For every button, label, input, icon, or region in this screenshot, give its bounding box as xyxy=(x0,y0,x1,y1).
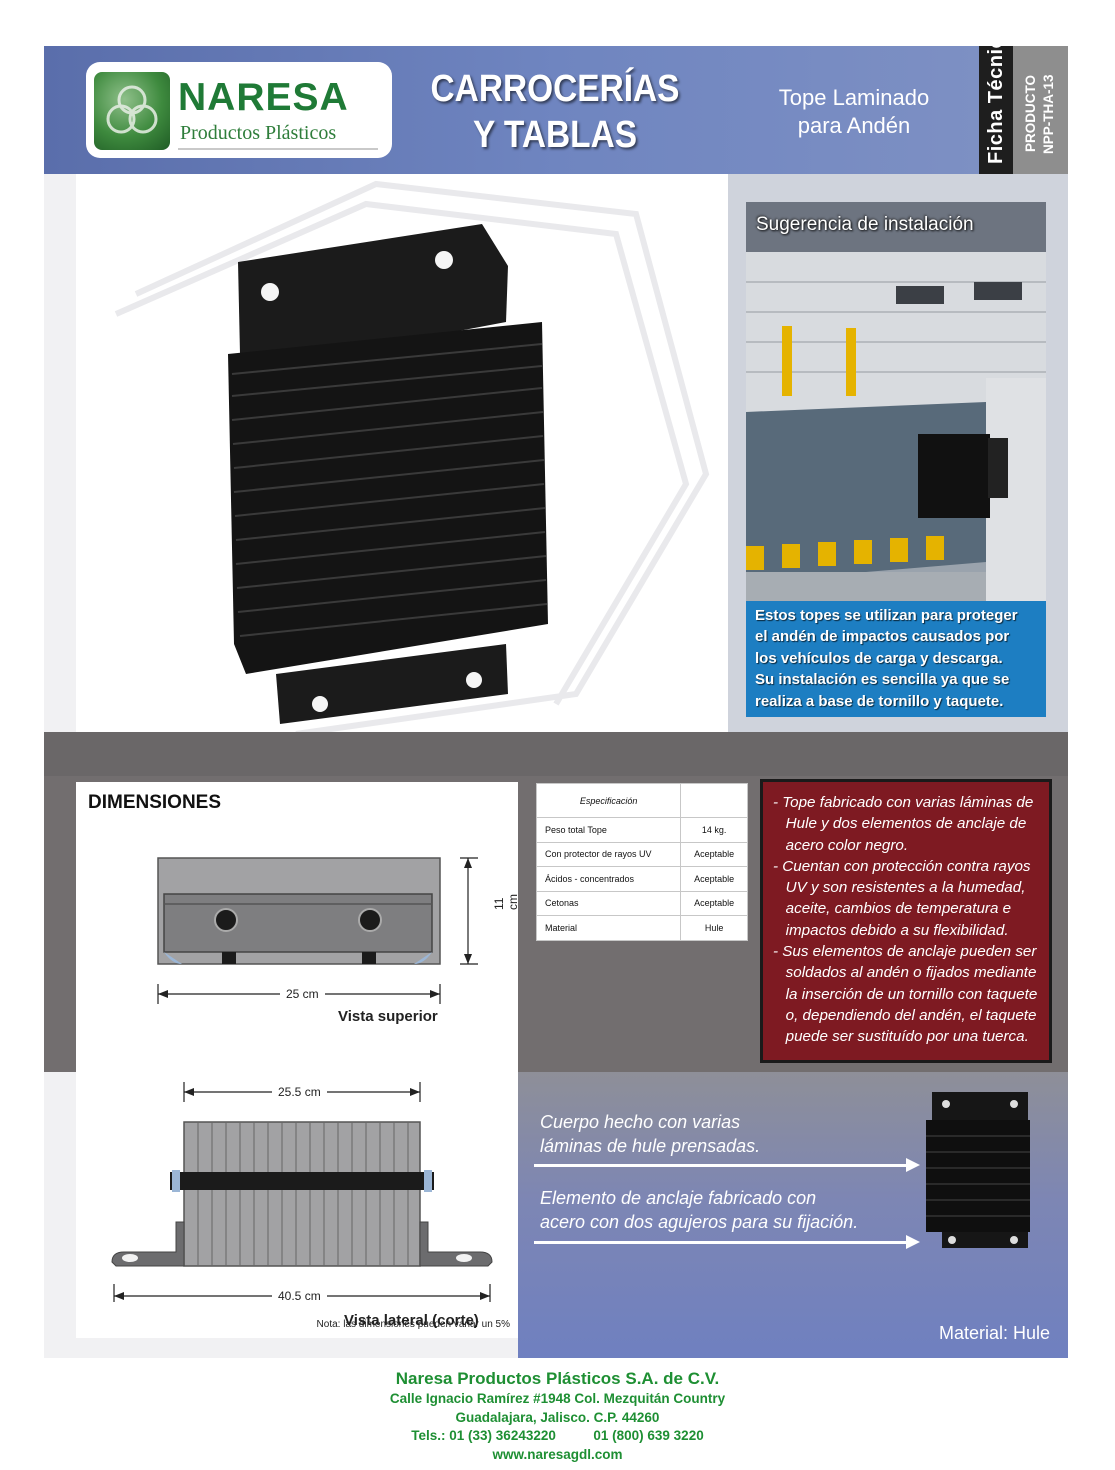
spec-value: 14 kg. xyxy=(680,817,748,843)
product-code-tab: PRODUCTO NPP-THA-13 xyxy=(1013,46,1068,174)
page-title: CARROCERÍAS Y TABLAS xyxy=(419,66,692,158)
anchor-arrow-icon xyxy=(534,1235,920,1249)
features-box: - Tope fabricado con varias láminas de H… xyxy=(760,779,1052,1063)
body-callout: Cuerpo hecho con varias láminas de hule … xyxy=(540,1110,760,1158)
width-dimension-label: 25 cm xyxy=(280,987,325,1001)
side-top-width-label: 25.5 cm xyxy=(272,1085,327,1099)
spec-value: Aceptable xyxy=(680,890,748,916)
installation-photo xyxy=(746,202,1046,618)
footer-website[interactable]: www.naresagdl.com xyxy=(492,1446,623,1462)
spec-key: Cetonas xyxy=(535,890,682,916)
body-arrow-icon xyxy=(534,1158,920,1172)
footer-company: Naresa Productos Plásticos S.A. de C.V. xyxy=(395,1369,720,1388)
sheet-type-tab: Ficha Técnica xyxy=(979,46,1013,174)
installation-title: Sugerencia de instalación xyxy=(756,214,974,235)
watermark-shape xyxy=(114,180,710,737)
height-dimension-label: 11 cm xyxy=(492,894,520,910)
product-image-area xyxy=(76,174,728,737)
table-row: Cetonas Aceptable xyxy=(535,890,748,916)
anchor-callout-line: acero con dos agujeros para su fijación. xyxy=(540,1212,859,1232)
title-line-1: CARROCERÍAS xyxy=(430,68,680,110)
sheet-type-label: Ficha Técnica xyxy=(985,46,1007,164)
footer-city: Guadalajara, Jalisco. C.P. 44260 xyxy=(455,1409,660,1425)
spec-value: Aceptable xyxy=(680,841,748,867)
feature-line: impactos debido a su flexibilidad. xyxy=(773,921,1009,939)
body-callout-line: Cuerpo hecho con varias xyxy=(540,1112,741,1132)
spec-value: Aceptable xyxy=(680,866,748,892)
top-view-label: Vista superior xyxy=(338,1008,438,1025)
feature-line: aceite, cambios de temperatura e xyxy=(773,900,1012,918)
brand-name: NARESA xyxy=(178,76,349,119)
feature-line: soldados al andén o fijados mediante xyxy=(773,964,1037,982)
product-photo xyxy=(114,180,710,737)
feature-line: - Cuentan con protección contra rayos xyxy=(773,857,1031,875)
footer-phones: Tels.: 01 (33) 36243220 01 (800) 639 322… xyxy=(411,1428,704,1443)
spec-key: Peso total Tope xyxy=(535,817,682,843)
description-line: Su instalación es sencilla ya que se xyxy=(755,671,1010,689)
spec-key: Con protector de rayos UV xyxy=(535,841,682,867)
description-line: Estos topes se utilizan para proteger xyxy=(755,607,1018,624)
logo-mark-icon xyxy=(94,72,170,150)
brand-subtitle: Productos Plásticos xyxy=(180,122,337,144)
material-label: Material: Hule xyxy=(938,1323,1050,1343)
spec-table-header: Especificación xyxy=(535,783,748,818)
dimension-drawings xyxy=(111,857,493,1302)
table-row: Ácidos - concentrados Aceptable xyxy=(535,866,748,892)
footer-address: Calle Ignacio Ramírez #1948 Col. Mezquit… xyxy=(389,1391,726,1406)
tech-sheet: NARESA Productos Plásticos CARROCERÍAS Y… xyxy=(44,46,1068,1358)
feature-line: Hule y dos elementos de anclaje de xyxy=(773,815,1027,833)
feature-line: - Tope fabricado con varias láminas de xyxy=(773,794,1034,811)
feature-line: la inserción de un tornillo con taquete xyxy=(773,985,1038,1003)
rubber-layers xyxy=(231,343,548,637)
spec-key: Material xyxy=(535,915,682,941)
product-label: PRODUCTO xyxy=(1023,74,1038,152)
dimensions-title: DIMENSIONES xyxy=(88,792,222,813)
anchor-callout-line: Elemento de anclaje fabricado con xyxy=(540,1188,817,1208)
product-thumbnail xyxy=(926,1092,1030,1248)
description-line: el andén de impactos causados por xyxy=(755,628,1010,646)
gray-band-top xyxy=(44,732,1068,776)
title-line-2: Y TABLAS xyxy=(472,114,638,156)
table-row: Con protector de rayos UV Aceptable xyxy=(535,841,748,867)
spec-value: Hule xyxy=(680,915,748,941)
product-name-line-1: Tope Laminado xyxy=(778,85,930,110)
dimensions-panel: DIMENSIONES xyxy=(76,782,520,1338)
spec-header-cell: Especificación xyxy=(535,783,682,818)
spec-key: Ácidos - concentrados xyxy=(535,866,682,892)
installation-description: Estos topes se utilizan para proteger el… xyxy=(746,601,1046,717)
dimensions-note: Nota: las dimensiones pueden variar un 5… xyxy=(316,1319,510,1330)
feature-line: puede ser sustituído por una tuerca. xyxy=(773,1028,1029,1046)
feature-line: UV y son resistentes a la humedad, xyxy=(773,879,1026,897)
callout-panel: Cuerpo hecho con varias láminas de hule … xyxy=(518,1072,1068,1358)
feature-line: o, dependiendo del andén, el taquete xyxy=(773,1006,1037,1024)
product-name: Tope Laminado para Andén xyxy=(734,84,974,140)
product-code: NPP-THA-13 xyxy=(1041,74,1056,154)
footer: Naresa Productos Plásticos S.A. de C.V. … xyxy=(0,1368,1115,1464)
logo-divider xyxy=(178,148,378,150)
side-total-width-label: 40.5 cm xyxy=(272,1289,327,1303)
spec-table: Especificación Peso total Tope 14 kg. Co… xyxy=(535,783,748,941)
brand-logo: NARESA Productos Plásticos xyxy=(86,62,392,158)
spec-header-empty xyxy=(680,783,748,818)
side-view-label: Vista lateral (corte) xyxy=(344,1312,479,1329)
description-line: realiza a base de tornillo y taquete. xyxy=(755,692,1004,710)
body-callout-line: láminas de hule prensadas. xyxy=(540,1136,761,1156)
description-line: los vehículos de carga y descarga. xyxy=(755,649,1003,667)
side-view-body xyxy=(183,1121,421,1267)
table-row: Peso total Tope 14 kg. xyxy=(535,817,748,843)
table-row: Material Hule xyxy=(535,915,748,941)
anchor-callout: Elemento de anclaje fabricado con acero … xyxy=(540,1186,858,1234)
product-name-line-2: para Andén xyxy=(797,113,911,138)
feature-line: - Sus elementos de anclaje pueden ser xyxy=(773,943,1037,961)
feature-line: acero color negro. xyxy=(773,836,909,854)
header-band: NARESA Productos Plásticos CARROCERÍAS Y… xyxy=(44,46,1068,174)
